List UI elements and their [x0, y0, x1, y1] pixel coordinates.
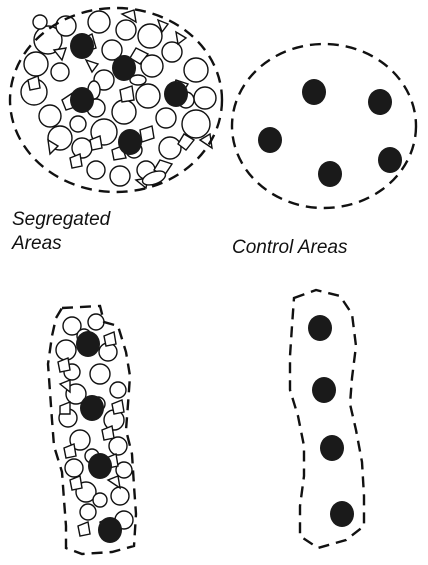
control-round-samples [258, 79, 402, 187]
sample-dot [308, 315, 332, 341]
sample-dot [70, 87, 94, 113]
control-area-round [232, 44, 416, 208]
sample-dot [318, 161, 342, 187]
sample-dot [80, 395, 104, 421]
sample-dot [368, 89, 392, 115]
sample-dot [378, 147, 402, 173]
sample-dot [302, 79, 326, 105]
control-strip-samples [308, 315, 354, 527]
sample-dot [88, 453, 112, 479]
segregated-areas-label-line2: Areas [12, 232, 152, 256]
sample-dot [330, 501, 354, 527]
sample-dot [258, 127, 282, 153]
sample-dot [320, 435, 344, 461]
segregated-areas-label-line1: Segregated [12, 208, 152, 232]
segregated-area-strip [48, 306, 136, 554]
control-area-strip [290, 290, 364, 548]
sample-dot [164, 81, 188, 107]
sample-dot [70, 33, 94, 59]
sample-dot [98, 517, 122, 543]
segregated-areas-label: Segregated Areas [12, 208, 152, 256]
sample-dot [118, 129, 142, 155]
sample-dot [76, 331, 100, 357]
segregated-area-round [10, 8, 222, 192]
sample-dot [312, 377, 336, 403]
control-areas-label: Control Areas [232, 236, 412, 260]
sample-dot [112, 55, 136, 81]
